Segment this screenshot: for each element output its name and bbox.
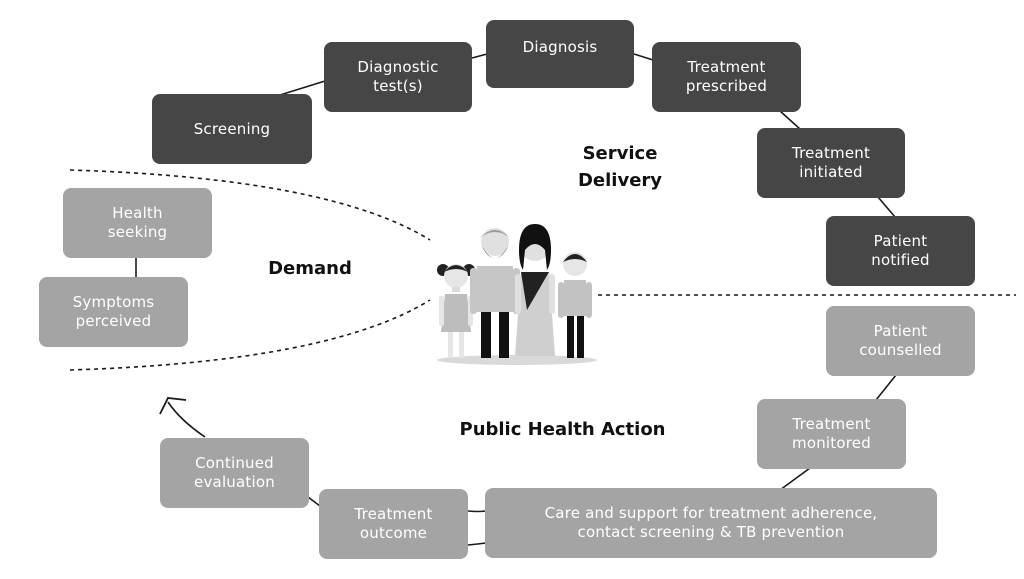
step-patient-counselled: Patient counselled bbox=[826, 306, 975, 376]
step-line: Screening bbox=[193, 119, 271, 138]
step-treatment-initiated: Treatment initiated bbox=[757, 128, 905, 198]
connector bbox=[307, 496, 321, 507]
step-line: Continued bbox=[195, 454, 274, 472]
demand-boundary-lower bbox=[69, 299, 431, 371]
step-line: notified bbox=[871, 251, 930, 269]
demand-label: Demand bbox=[268, 258, 352, 279]
step-line: Symptoms bbox=[72, 293, 155, 311]
service-delivery-label: Service Delivery bbox=[560, 140, 680, 194]
connector bbox=[279, 80, 326, 96]
demand-boundary-upper bbox=[69, 169, 431, 241]
public-health-action-label: Public Health Action bbox=[459, 419, 666, 440]
step-line: prescribed bbox=[685, 77, 768, 95]
connector bbox=[779, 467, 811, 491]
step-line: Care and support for treatment adherence… bbox=[544, 504, 878, 522]
step-line: evaluation bbox=[194, 473, 275, 491]
step-line: Health bbox=[112, 204, 163, 222]
step-line: Treatment bbox=[791, 144, 871, 162]
step-line: Diagnosis bbox=[522, 38, 598, 56]
connector bbox=[779, 110, 801, 130]
step-continued-evaluation: Continued evaluation bbox=[160, 438, 309, 508]
cycle-arrow-icon bbox=[167, 401, 206, 438]
step-line: seeking bbox=[107, 223, 168, 241]
step-diagnostic-tests: Diagnostic test(s) bbox=[324, 42, 472, 112]
step-symptoms-perceived: Symptoms perceived bbox=[39, 277, 188, 347]
step-line: counselled bbox=[859, 341, 942, 359]
label-line: Service bbox=[582, 143, 658, 164]
step-line: Patient bbox=[873, 322, 928, 340]
connector bbox=[467, 542, 487, 546]
step-health-seeking: Health seeking bbox=[63, 188, 212, 258]
connector bbox=[633, 53, 654, 61]
family-illustration-icon bbox=[437, 224, 597, 365]
step-patient-notified: Patient notified bbox=[826, 216, 975, 286]
step-line: Diagnostic bbox=[357, 58, 439, 76]
step-line: Treatment bbox=[687, 58, 766, 76]
step-line: Patient bbox=[873, 232, 928, 250]
step-treatment-outcome: Treatment outcome bbox=[319, 489, 468, 559]
connector bbox=[471, 53, 488, 59]
step-diagnosis: Diagnosis bbox=[486, 20, 634, 88]
step-line: initiated bbox=[799, 163, 863, 181]
step-line: outcome bbox=[359, 524, 428, 542]
connector bbox=[467, 510, 487, 513]
step-line: monitored bbox=[792, 434, 871, 452]
step-line: perceived bbox=[75, 312, 152, 330]
step-line: Treatment bbox=[792, 415, 871, 433]
connector bbox=[877, 196, 896, 218]
step-line: Treatment bbox=[354, 505, 433, 523]
step-care-and-support: Care and support for treatment adherence… bbox=[485, 488, 937, 558]
step-line: contact screening & TB prevention bbox=[577, 523, 845, 541]
step-treatment-prescribed: Treatment prescribed bbox=[652, 42, 801, 112]
step-treatment-monitored: Treatment monitored bbox=[757, 399, 906, 469]
step-screening: Screening bbox=[152, 94, 312, 164]
step-line: test(s) bbox=[373, 77, 423, 95]
connector bbox=[875, 374, 897, 401]
label-line: Delivery bbox=[577, 170, 663, 191]
